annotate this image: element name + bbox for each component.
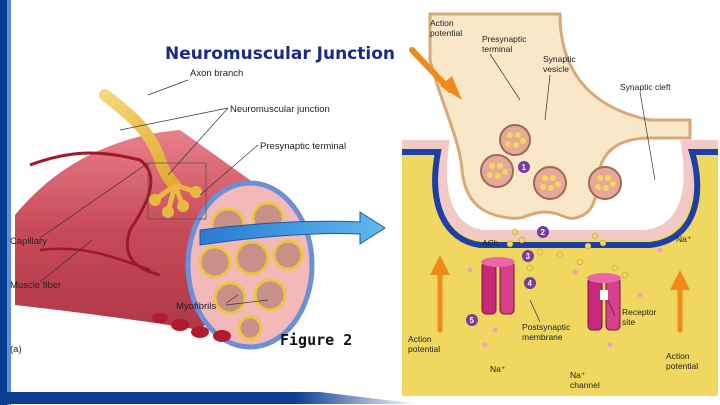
leader-lines-left [39,79,269,306]
ach-receptor-channel-left [481,257,515,315]
action-potential-arrows [409,47,690,333]
step-1-text: 1 [522,163,527,172]
label-receptor-line1: Receptor [622,307,657,317]
step-marker-1 [518,161,530,173]
capillary-nodules [152,313,231,342]
label-synaptic-cleft: Synaptic cleft [620,82,671,92]
panel-tag: (a) [10,344,22,355]
step-marker-4 [524,277,536,289]
label-action-potential-top-line2: potential [430,28,462,38]
label-synaptic-vesicle-line2: vesicle [543,64,569,74]
label-na-channel-line2: channel [570,380,600,390]
muscle-cell-region [402,150,718,396]
label-na-bottom: Na⁺ [490,364,506,374]
label-action-potential-left-line1: Action [408,334,432,344]
label-postsynaptic-line2: membrane [522,332,563,342]
slide-accent-stripe [7,0,11,405]
left-panel: Neuromuscular Junction [10,44,395,355]
label-presynaptic-terminal: Presynaptic terminal [260,141,346,152]
label-na-channel-line1: Na⁺ [570,370,586,380]
label-synaptic-vesicle-line1: Synaptic [543,54,576,64]
label-myofibrils: Myofibrils [176,301,216,312]
step-3-text: 3 [526,252,531,261]
synaptic-vesicles [480,124,622,200]
label-action-potential-right-line1: Action [666,351,690,361]
step-4-text: 4 [528,279,533,288]
slide-accent-bar [0,0,7,405]
label-axon-branch: Axon branch [190,68,243,79]
label-presynaptic-line2: terminal [482,44,512,54]
label-postsynaptic-line1: Postsynaptic [522,322,571,332]
slide-bottom-sweep [0,392,420,404]
right-panel: 1 2 3 4 5 Action potential Presynaptic t… [402,12,718,396]
step-5-text: 5 [470,316,475,325]
figure-label: Figure 2 [280,331,352,349]
label-capillary: Capillary [10,236,47,247]
myofibril-group [198,201,304,341]
step-marker-5 [466,314,478,326]
label-presynaptic-line1: Presynaptic [482,34,527,44]
label-receptor-line2: site [622,317,636,327]
label-action-potential-right-line2: potential [666,361,698,371]
label-muscle-fiber: Muscle fiber [10,280,61,291]
axon-terminal-buttons [149,182,202,218]
step-markers: 1 2 3 4 5 [466,161,549,326]
junction-callout-box [147,162,207,220]
label-action-potential-left-line2: potential [408,344,440,354]
step-marker-3 [522,250,534,262]
axon-branch [99,89,181,191]
label-ach: ACh [482,238,499,248]
step-2-text: 2 [541,228,546,237]
step-marker-2 [537,226,549,238]
capillary-vessel [29,151,161,277]
label-neuromuscular-junction: Neuromuscular junction [230,104,330,115]
ach-receptor-channel-right [587,273,621,331]
diagram-title: Neuromuscular Junction [165,44,395,64]
zoom-arrow [199,211,386,246]
label-na-top: Na⁺ [676,234,692,244]
ach-molecules [506,228,629,279]
leader-lines-right [489,53,656,323]
postsynaptic-membrane-line [402,149,718,248]
label-action-potential-top-line1: Action [430,18,454,28]
na-ions [467,247,663,348]
capillary-vessel-2 [39,247,151,272]
